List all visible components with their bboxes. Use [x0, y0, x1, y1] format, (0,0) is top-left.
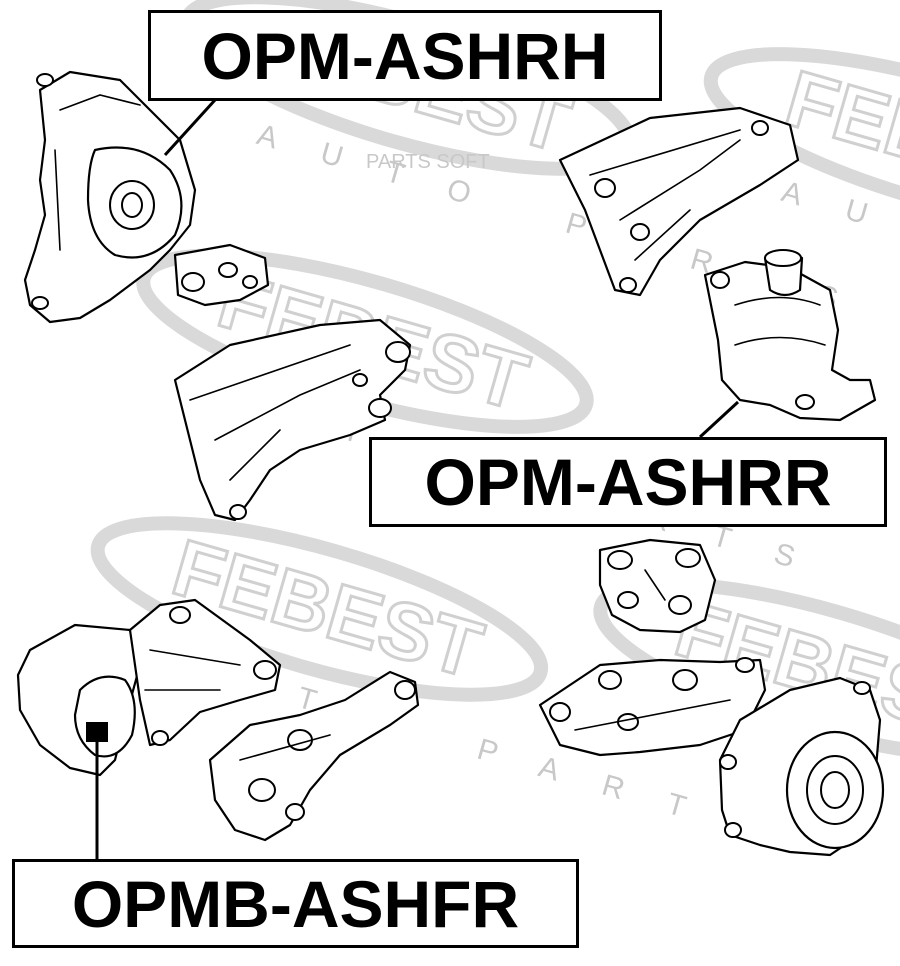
mount-ashrh-drawing: [23, 70, 270, 324]
parts-soft-watermark: PARTS SOFT: [366, 151, 490, 173]
leader-marker-ashfr: [86, 722, 108, 742]
part-label-opm-ashrr: OPM-ASHRR: [369, 437, 887, 527]
right-bracket-drawing: [538, 657, 767, 757]
bushing-mount-drawing: [718, 676, 885, 857]
small-bracket-drawing: [598, 538, 717, 634]
mount-ashrr-drawing: [703, 249, 877, 422]
lower-bracket-drawing: [208, 670, 420, 842]
leader-line-ashrh: [163, 98, 217, 157]
part-label-opmb-ashfr: OPMB-ASHFR: [12, 859, 579, 948]
leader-line-ashrr: [698, 400, 740, 439]
bracket-drawing: [558, 106, 800, 297]
center-bracket-drawing: [173, 318, 412, 522]
part-label-opm-ashrh: OPM-ASHRH: [148, 10, 662, 101]
mount-ashfr-drawing: [16, 598, 282, 777]
